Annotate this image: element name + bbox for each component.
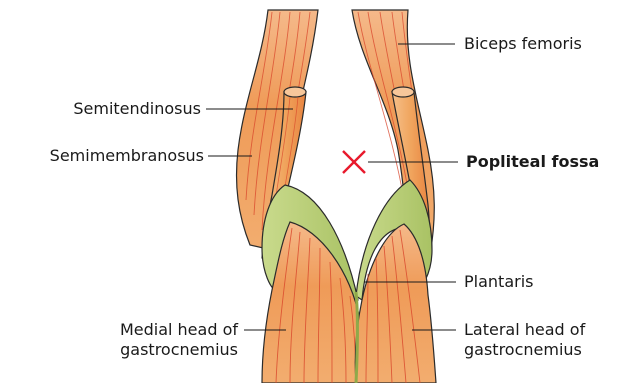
label-popliteal-fossa: Popliteal fossa [466, 152, 599, 172]
label-medial-head-line1: Medial head of [120, 320, 238, 340]
label-medial-head: Medial head of gastrocnemius [120, 320, 238, 360]
label-medial-head-line2: gastrocnemius [120, 340, 238, 360]
label-lateral-head: Lateral head of gastrocnemius [464, 320, 585, 360]
plantaris-muscle [356, 292, 358, 383]
label-semitendinosus: Semitendinosus [73, 99, 201, 119]
label-plantaris: Plantaris [464, 272, 533, 292]
label-semimembranosus: Semimembranosus [50, 146, 204, 166]
x-mark-icon [343, 151, 365, 173]
label-lateral-head-line2: gastrocnemius [464, 340, 585, 360]
label-biceps-femoris: Biceps femoris [464, 34, 582, 54]
label-lateral-head-line1: Lateral head of [464, 320, 585, 340]
